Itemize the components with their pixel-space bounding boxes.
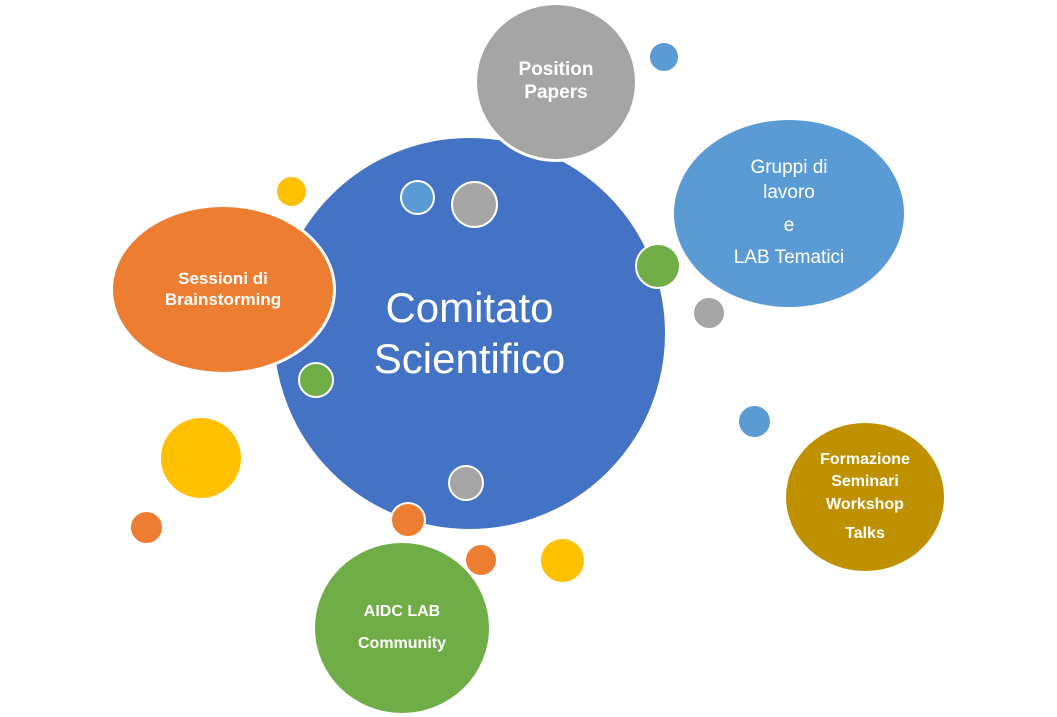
decorative-dot-yellow: [159, 416, 243, 500]
main-line-1: Comitato: [385, 284, 554, 332]
decorative-dot-yellow: [539, 537, 586, 584]
decorative-dot-orange: [390, 502, 426, 538]
formazione-label: Formazione Seminari Workshop Talks: [820, 449, 910, 546]
aidc-lab-community-bubble: AIDC LAB Community: [312, 540, 492, 716]
formazione-line-2: Seminari: [831, 473, 899, 491]
formazione-line-3: Workshop: [826, 496, 904, 513]
position-papers-label: Position Papers: [519, 59, 594, 105]
formazione-bubble: Formazione Seminari Workshop Talks: [783, 420, 947, 574]
gruppi-di-lavoro-label: Gruppi di lavoro e LAB Tematici: [734, 156, 845, 271]
decorative-dot-blue: [648, 41, 680, 73]
sessioni-brainstorming-bubble: Sessioni di Brainstorming: [110, 204, 336, 375]
decorative-dot-orange: [129, 510, 164, 545]
gruppi-line-3: e: [783, 214, 795, 236]
decorative-dot-yellow: [275, 175, 308, 208]
decorative-dot-gray: [448, 465, 484, 501]
gruppi-line-4: LAB Tematici: [733, 247, 845, 269]
sessioni-brainstorming-label: Sessioni di Brainstorming: [165, 269, 281, 310]
decorative-dot-gray: [451, 181, 498, 228]
gruppi-di-lavoro-bubble: Gruppi di lavoro e LAB Tematici: [671, 117, 907, 310]
comitato-scientifico-label: Comitato Scientifico: [374, 283, 565, 384]
formazione-line-4: Talks: [845, 524, 885, 542]
position-papers-line-1: Position: [518, 59, 594, 81]
gruppi-line-1: Gruppi di: [750, 157, 828, 179]
decorative-dot-orange: [464, 543, 498, 577]
sessioni-line-2: Brainstorming: [164, 289, 282, 309]
main-line-2: Scientifico: [373, 334, 566, 382]
position-papers-line-2: Papers: [524, 82, 588, 103]
position-papers-bubble: Position Papers: [474, 2, 638, 162]
aidc-lab-community-label: AIDC LAB Community: [358, 596, 446, 660]
decorative-dot-green: [635, 243, 681, 289]
decorative-dot-blue: [400, 180, 435, 215]
sessioni-line-1: Sessioni di: [178, 269, 268, 289]
decorative-dot-blue: [737, 404, 772, 439]
decorative-dot-green: [298, 362, 334, 398]
aidc-line-1: AIDC LAB: [363, 603, 441, 620]
decorative-dot-gray: [692, 296, 726, 330]
formazione-line-1: Formazione: [820, 450, 910, 468]
aidc-line-2: Community: [358, 635, 446, 652]
gruppi-line-2: lavoro: [763, 181, 815, 203]
